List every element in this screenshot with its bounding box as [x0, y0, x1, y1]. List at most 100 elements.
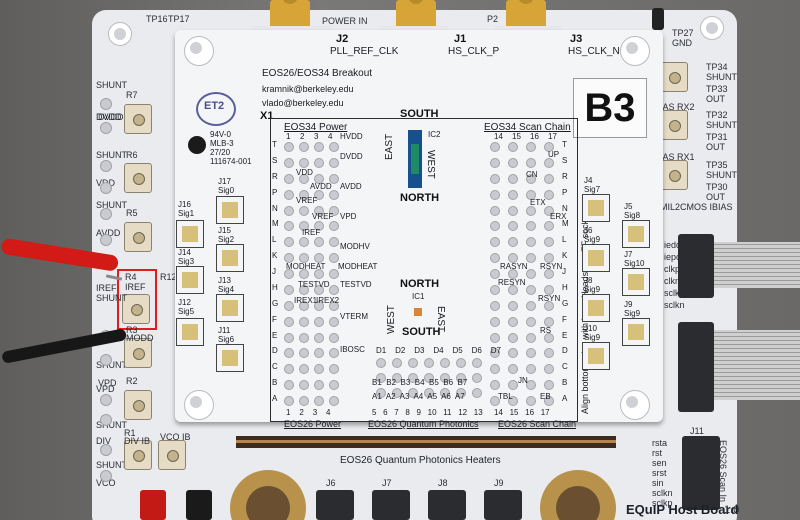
signal-pad-j16[interactable] [176, 220, 204, 248]
test-point[interactable] [100, 160, 112, 172]
photonics-col: D4 [433, 346, 444, 355]
trimmer-r4[interactable] [122, 294, 150, 324]
socket-pad [544, 332, 554, 343]
socket-pad [314, 380, 324, 391]
socket-pad [284, 189, 294, 200]
scan-pad-grid [490, 140, 560, 410]
signal-pad-j14[interactable] [176, 266, 204, 294]
test-point[interactable] [100, 182, 112, 194]
signal-pad-j10[interactable] [582, 342, 610, 370]
right-pin-label: clkn [664, 276, 681, 286]
trimmer-r2[interactable] [124, 390, 152, 420]
black-jack[interactable] [186, 490, 212, 520]
tp-right-label: OUT [706, 192, 725, 202]
right-pin-label: clkp [664, 264, 681, 274]
tp-right-id: TP32 [706, 110, 728, 120]
signal-pad-j6[interactable] [582, 244, 610, 272]
socket-pad [490, 173, 500, 184]
test-point[interactable] [100, 208, 112, 220]
power-net: VPD [340, 212, 357, 221]
power-col: 3 [314, 132, 319, 141]
tp-right-id: TP34 [706, 62, 728, 72]
socket-pad [299, 142, 309, 152]
power-net-inner: TESTVD [298, 280, 330, 289]
signal-pad-j11[interactable] [216, 344, 244, 372]
red-jack[interactable] [140, 490, 166, 520]
resistor-label: R7 [126, 90, 138, 100]
banana-jack-left[interactable] [230, 470, 306, 520]
test-point[interactable] [100, 470, 112, 482]
socket-pad [299, 380, 309, 391]
socket-pad [314, 396, 324, 407]
socket-pad [526, 142, 536, 152]
socket-pad [456, 373, 466, 383]
trimmer-r6[interactable] [124, 163, 152, 193]
power-net-inner: MODHEAT [286, 262, 326, 271]
power-col: 2 [300, 132, 305, 141]
socket-pad [314, 221, 324, 232]
trimmer-r7[interactable] [124, 104, 152, 134]
test-point[interactable] [100, 98, 112, 110]
test-point[interactable] [100, 122, 112, 134]
test-point[interactable] [100, 394, 112, 406]
trimmer-r1[interactable] [124, 440, 152, 470]
mount-hole [620, 36, 650, 66]
test-point[interactable] [100, 234, 112, 246]
socket-pad [284, 348, 294, 359]
bottom-col: 11 [443, 408, 452, 417]
signal-pad-j7[interactable] [622, 268, 650, 296]
test-point[interactable] [100, 444, 112, 456]
signal-pad-j17[interactable] [216, 196, 244, 224]
row-label: N [272, 203, 278, 213]
signal-pad-j13[interactable] [216, 294, 244, 322]
signal-pad-j15[interactable] [216, 244, 244, 272]
row-label: N [562, 203, 568, 213]
photonics-b: B1 [372, 378, 382, 387]
tp-label: SHUNT [96, 200, 127, 210]
socket-pad [299, 157, 309, 168]
et2-logo [196, 92, 236, 126]
bottom-cols-right: 14 15 16 17 [494, 408, 550, 417]
photonics-col: D6 [471, 346, 482, 355]
socket-pad [544, 173, 554, 184]
signal-pad-j12[interactable] [176, 318, 204, 346]
signal-pad-j4[interactable] [582, 194, 610, 222]
tp-id: TP16 [146, 14, 168, 24]
tp-right-label: SHUNT [706, 72, 737, 82]
row-label: F [562, 314, 567, 324]
tp-label: DIV [96, 436, 112, 446]
power-header: EOS34 Power [284, 122, 348, 133]
socket-pad [440, 388, 450, 398]
ic2-east: EAST [384, 133, 395, 160]
trimmer-vco[interactable] [158, 440, 186, 470]
trimmer-r3[interactable] [124, 338, 152, 368]
trimmer-right-2[interactable] [660, 110, 688, 140]
power-net: MODHEAT [338, 262, 378, 271]
power-net: MODHV [340, 242, 370, 251]
row-label: F [272, 314, 277, 324]
mount-hole [184, 390, 214, 420]
resistor-name: DIV IB [124, 436, 151, 446]
socket-pad [508, 332, 518, 343]
trimmer-r5[interactable] [124, 222, 152, 252]
mount-hole [620, 390, 650, 420]
test-point[interactable] [100, 354, 112, 366]
board-label-b3: B3 [573, 78, 647, 138]
trimmer-right-3[interactable] [660, 160, 688, 190]
header-j7 [372, 490, 410, 520]
socket-pad [490, 284, 500, 295]
mount-hole [184, 36, 214, 66]
highlight-iref-r4 [117, 269, 157, 330]
sma-connector-j1 [396, 0, 436, 30]
power-in-label: POWER IN [322, 16, 368, 26]
socket-pad [544, 157, 554, 168]
signal-pad-j9[interactable] [622, 318, 650, 346]
signal-pad-j5[interactable] [622, 220, 650, 248]
mount-hole-top-left [108, 22, 132, 46]
idc-connector-upper [678, 234, 714, 298]
test-point[interactable] [100, 414, 112, 426]
socket-pad [314, 300, 324, 311]
socket-pad [329, 237, 339, 248]
signal-pad-j8[interactable] [582, 294, 610, 322]
trimmer-right-1[interactable] [660, 62, 688, 92]
